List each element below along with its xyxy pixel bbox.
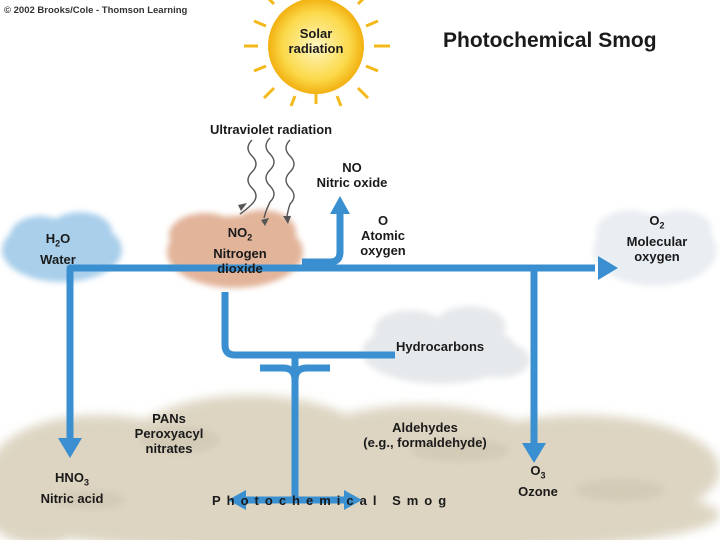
smog-label: Photochemical Smog xyxy=(212,493,453,508)
water-label: H2O Water xyxy=(40,231,76,267)
smog-cloud xyxy=(0,395,720,540)
hydrocarbons-cloud xyxy=(362,306,530,384)
uv-arrows xyxy=(239,137,295,219)
diagram-title: Photochemical Smog xyxy=(443,29,657,52)
copyright-notice: © 2002 Brooks/Cole - Thomson Learning xyxy=(4,5,188,16)
uv-label: Ultraviolet radiation xyxy=(210,122,333,137)
sun-icon xyxy=(244,0,390,107)
hydrocarbons-label: Hydrocarbons xyxy=(396,339,485,354)
nitric-acid-label: HNO3 Nitric acid xyxy=(40,470,104,506)
o2-cloud xyxy=(593,210,717,286)
aldehydes-label: Aldehydes(e.g., formaldehyde) xyxy=(363,420,487,450)
flow-arrows xyxy=(66,212,595,504)
ozone-label: O3 Ozone xyxy=(518,463,558,499)
